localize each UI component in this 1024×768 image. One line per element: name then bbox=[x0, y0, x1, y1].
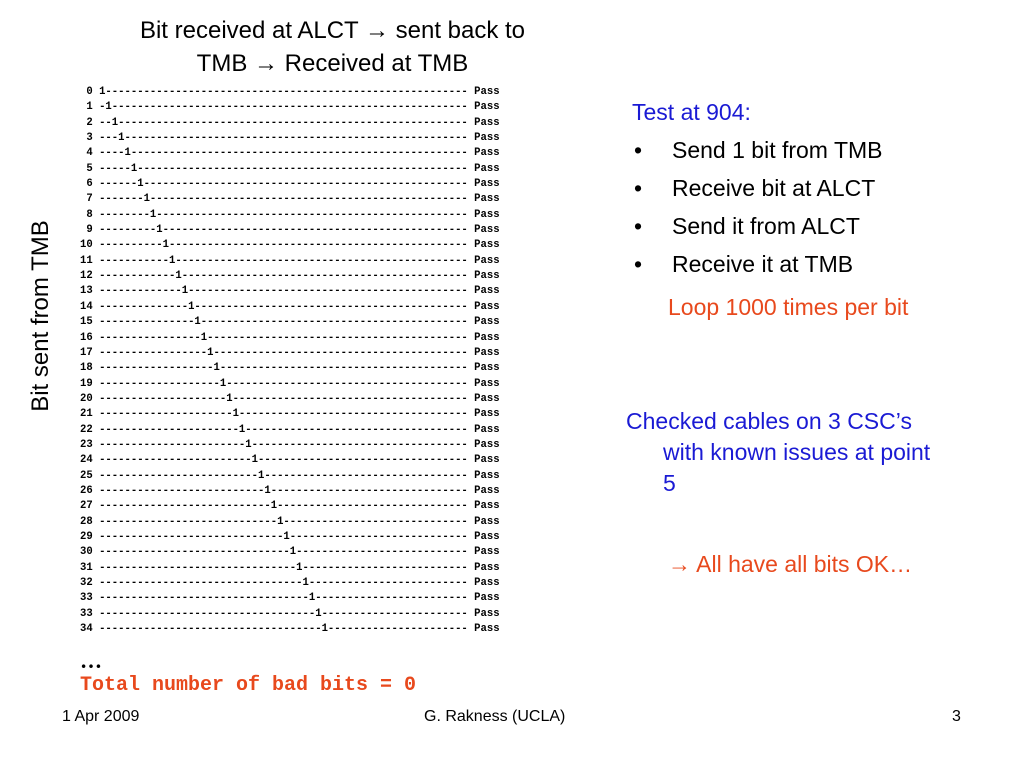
bit-log-row: 24 ------------------------1------------… bbox=[80, 454, 500, 467]
bit-log-row: 5 -----1--------------------------------… bbox=[80, 162, 500, 175]
bullet-icon: • bbox=[634, 213, 643, 239]
bit-log-row: 0 1-------------------------------------… bbox=[80, 86, 500, 98]
bit-log-row: 21 ---------------------1---------------… bbox=[80, 408, 500, 421]
test-steps-list: • Send 1 bit from TMB • Receive bit at ALC… bbox=[632, 131, 883, 283]
bit-log-row: 30 ------------------------------1------… bbox=[80, 546, 500, 559]
bit-log-row: 12 ------------1------------------------… bbox=[80, 270, 500, 283]
test-step-text: Receive bit at ALCT bbox=[672, 175, 876, 201]
bit-log-row: 19 -------------------1-----------------… bbox=[80, 377, 500, 390]
checked-line-2: with known issues at point bbox=[663, 439, 931, 465]
bit-log-row: 7 -------1------------------------------… bbox=[80, 193, 500, 206]
bit-log-row: 8 --------1-----------------------------… bbox=[80, 208, 500, 221]
test-step: • Receive it at TMB bbox=[632, 245, 883, 283]
test-step-text: Send 1 bit from TMB bbox=[672, 137, 883, 163]
bit-log-row: 22 ----------------------1--------------… bbox=[80, 423, 500, 436]
bit-log-row: 4 ----1---------------------------------… bbox=[80, 147, 500, 160]
footer-page-number: 3 bbox=[952, 708, 961, 725]
footer-author: G. Rakness (UCLA) bbox=[424, 708, 566, 725]
bullet-icon: • bbox=[634, 175, 643, 201]
bit-log-row: 3 ---1----------------------------------… bbox=[80, 132, 500, 145]
test-step-text: Receive it at TMB bbox=[672, 251, 854, 277]
bullet-icon: • bbox=[634, 251, 643, 277]
test-step-text: Send it from ALCT bbox=[672, 213, 860, 239]
test-step: • Send 1 bit from TMB bbox=[632, 131, 883, 169]
bit-log-row: 2 --1-----------------------------------… bbox=[80, 116, 500, 129]
bit-log-row: 26 --------------------------1----------… bbox=[80, 484, 500, 497]
bullet-icon: • bbox=[634, 137, 643, 163]
bit-log-row: 23 -----------------------1-------------… bbox=[80, 438, 500, 451]
bit-log-row: 11 -----------1-------------------------… bbox=[80, 254, 500, 267]
bit-log-row: 15 ---------------1---------------------… bbox=[80, 316, 500, 329]
bit-log-row: 25 -------------------------1-----------… bbox=[80, 469, 500, 482]
slide-title-line-2: TMB → Received at TMB bbox=[196, 50, 469, 77]
total-bad-bits: Total number of bad bits = 0 bbox=[80, 674, 417, 697]
ellipsis: … bbox=[80, 648, 102, 673]
bit-log-row: 9 ---------1----------------------------… bbox=[80, 224, 500, 237]
bit-log-row: 14 --------------1----------------------… bbox=[80, 300, 500, 313]
bit-test-log: 0 1-------------------------------------… bbox=[80, 85, 500, 637]
bit-log-row: 10 ----------1--------------------------… bbox=[80, 239, 500, 252]
loop-note: Loop 1000 times per bit bbox=[668, 294, 909, 320]
bit-log-row: 32 --------------------------------1----… bbox=[80, 577, 500, 589]
test-step: • Receive bit at ALCT bbox=[632, 169, 883, 207]
bit-log-row: 28 ----------------------------1--------… bbox=[80, 515, 500, 528]
bit-log-row: 17 -----------------1-------------------… bbox=[80, 346, 500, 359]
bit-log-row: 1 -1------------------------------------… bbox=[80, 101, 500, 114]
bit-log-row: 27 ---------------------------1---------… bbox=[80, 500, 500, 513]
result-note: → All have all bits OK… bbox=[668, 551, 913, 577]
bit-log-row: 33 ----------------------------------1--… bbox=[80, 607, 500, 620]
checked-line-1: Checked cables on 3 CSC’s bbox=[626, 408, 912, 434]
bit-log-row: 20 --------------------1----------------… bbox=[80, 392, 500, 405]
test-title: Test at 904: bbox=[632, 99, 751, 125]
bit-log-row: 16 ----------------1--------------------… bbox=[80, 331, 500, 344]
bit-log-row: 31 -------------------------------1-----… bbox=[80, 561, 500, 574]
slide-title: Bit received at ALCT → sent back to TMB … bbox=[80, 14, 585, 80]
bit-log-row: 29 -----------------------------1-------… bbox=[80, 530, 500, 543]
bit-log-row: 6 ------1-------------------------------… bbox=[80, 178, 500, 191]
checked-line-3: 5 bbox=[663, 470, 676, 496]
bit-log-row: 18 ------------------1------------------… bbox=[80, 362, 500, 375]
bit-log-row: 13 -------------1-----------------------… bbox=[80, 285, 500, 298]
footer-date: 1 Apr 2009 bbox=[62, 708, 140, 725]
test-step: • Send it from ALCT bbox=[632, 207, 883, 245]
slide-title-line-1: Bit received at ALCT → sent back to bbox=[139, 17, 526, 44]
bit-log-row: 34 -----------------------------------1-… bbox=[80, 623, 500, 636]
bit-log-row: 33 ---------------------------------1---… bbox=[80, 592, 500, 605]
vertical-axis-label: Bit sent from TMB bbox=[27, 220, 54, 412]
checked-cables-note: Checked cables on 3 CSC’s with known iss… bbox=[626, 406, 1016, 499]
test-description: Test at 904: • Send 1 bit from TMB • Recei… bbox=[632, 93, 883, 283]
